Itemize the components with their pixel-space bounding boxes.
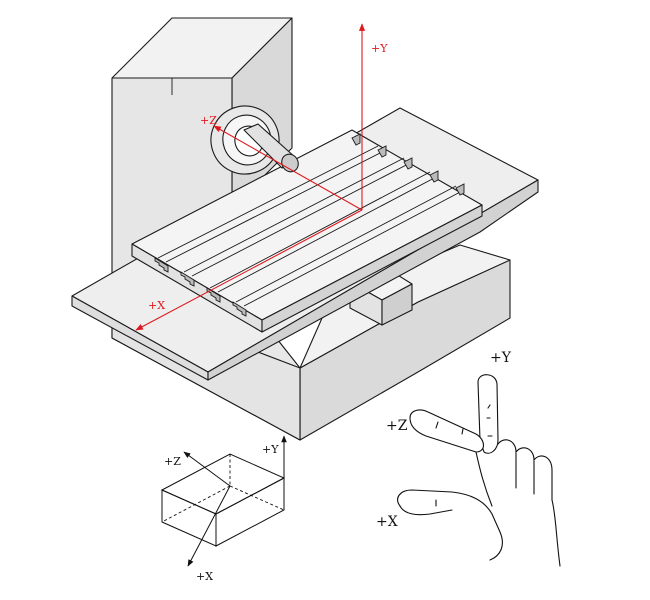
machine-z-label: +Z xyxy=(200,114,217,127)
machine-x-label: +X xyxy=(148,299,165,312)
machine-y-label: +Y xyxy=(371,42,388,55)
block-x-axis-arrow xyxy=(187,485,231,567)
block-z-label: +Z xyxy=(164,455,181,468)
block-x-label: +X xyxy=(196,570,213,583)
workpiece-block-diagram: +Z +Y +X xyxy=(160,435,287,583)
machine-x-axis-arrow xyxy=(135,209,363,331)
hand-y-label: +Y xyxy=(490,350,512,366)
machine-z-axis-arrow xyxy=(213,125,363,211)
hand-axes: +Y +Z +X xyxy=(376,350,512,530)
hand-x-label: +X xyxy=(376,514,398,530)
right-hand-rule-illustration xyxy=(397,374,561,567)
block-y-label: +Y xyxy=(262,443,279,456)
machine-illustration xyxy=(71,17,539,441)
hand-z-label: +Z xyxy=(386,418,408,434)
machine-spindle xyxy=(210,105,299,175)
machine-axes: +Y +Z +X xyxy=(135,23,388,331)
block-z-axis-arrow xyxy=(183,451,231,487)
machine-tslot-table xyxy=(131,129,483,333)
